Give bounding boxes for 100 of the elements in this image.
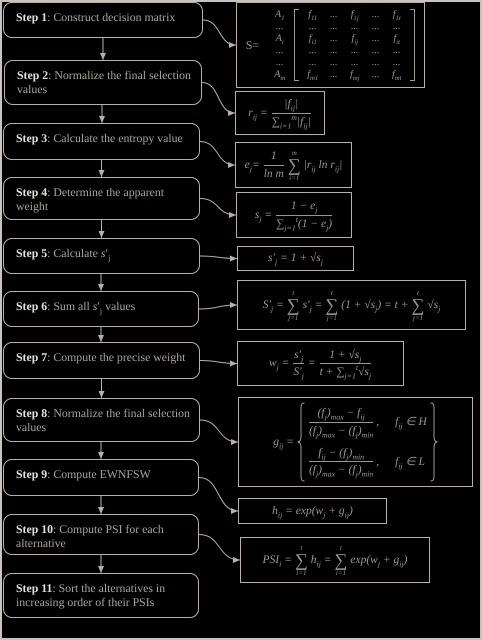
matrix-entry: ... (308, 21, 316, 33)
arrow (98, 220, 104, 238)
matrix-entry: ... (350, 45, 358, 57)
math-term: , (376, 454, 380, 470)
formula-box (237, 280, 466, 330)
matrix-entry: ... (330, 21, 338, 33)
arrow (98, 554, 104, 574)
matrix-entry: ... (372, 33, 380, 45)
formula-box (237, 341, 404, 386)
step-text: Step 6: Sum all s′$_{j}$ values (16, 299, 136, 313)
curved-arrow (200, 360, 238, 366)
matrix-entry: f$_{mt}$ (392, 69, 402, 81)
math-term: (1 + √s$_{j}$) = t + (341, 298, 408, 312)
curved-arrow (198, 477, 238, 514)
math-term: PSI$_{i}$ = (262, 552, 292, 568)
arrow (98, 160, 104, 178)
matrix-entry: ... (330, 33, 338, 45)
matrix-entry: ... (330, 9, 338, 21)
row-label: ... (276, 57, 284, 69)
matrix-entry: f$_{i1}$ (308, 33, 317, 45)
matrix-entry: ... (372, 57, 380, 69)
math-term: 1 (270, 149, 277, 164)
arrow (99, 104, 105, 124)
curved-arrow (200, 141, 236, 168)
step-box (3, 238, 200, 274)
step-box (3, 123, 200, 160)
step-text: Step 5: Calculate s′$_{j}$ (16, 246, 112, 260)
curved-arrow (200, 255, 238, 262)
matrix-entry: ... (372, 45, 380, 57)
math-term: t + ∑$_{j=1}$$^{t}$√s$_{j}$ (320, 365, 372, 380)
math-term: = (308, 356, 316, 371)
math-term: s′$_{j}$ = (302, 298, 322, 312)
sum-sign: ∑ (286, 296, 300, 314)
math-term: ∑$_{j=1}$$^{t}$(1 − e$_{j}$) (276, 216, 332, 231)
curved-arrow (202, 82, 236, 115)
matrix-entry: f$_{1j}$ (350, 9, 359, 21)
math-term: S′$_{j}$ = (262, 298, 284, 312)
sum-sign: ∑ (325, 296, 338, 314)
step-box (3, 514, 199, 555)
math-term: |f$_{ij}$| (284, 97, 298, 112)
math-term: h$_{ij}$ = (310, 552, 332, 568)
math-term: (f$_{j}$)$_{max}$ − (f$_{j}$)$_{min}$ (308, 424, 374, 438)
row-label: ... (276, 45, 284, 57)
row-label: A$_{i}$ (276, 33, 284, 45)
matrix-entry: ... (330, 69, 338, 81)
arrow (100, 38, 106, 60)
matrix-entry: f$_{11}$ (308, 9, 318, 21)
curved-arrow (198, 302, 238, 310)
step-text: Step 2: Normalize the final selection values (17, 68, 192, 96)
formula-box (238, 498, 387, 524)
matrix-entry: ... (350, 57, 358, 69)
math-term: ln m (264, 166, 284, 181)
step-text: Step 4: Determine the apparent weight (16, 185, 166, 213)
step-box (3, 2, 203, 38)
math-term: (f$_{j}$)$_{max}$ − (f$_{j}$)$_{min}$ (308, 463, 374, 478)
formula-box (237, 246, 354, 271)
step-text: Step 1: Construct decision matrix (16, 10, 176, 24)
math-term: S= (246, 38, 260, 52)
sum-sign: ∑ (412, 296, 424, 314)
step-text: Step 3: Calculate the entropy value (16, 131, 184, 145)
matrix-entry: ... (350, 21, 358, 33)
math-term: g$_{ij}$ = (273, 434, 294, 450)
math-term: h$_{ij}$ = exp(w$_{j}$ + g$_{ij}$) (272, 504, 353, 518)
matrix-entry: ... (372, 69, 380, 81)
math-term: ∑$_{i=1}$$^{m}$|f$_{ij}$| (272, 114, 311, 129)
formula-box (235, 91, 325, 135)
math-term: w$_{j}$ = (268, 356, 290, 371)
math-term: s$_{j}$ = (254, 208, 272, 222)
step-box (3, 459, 199, 496)
matrix-entry: ... (392, 57, 400, 69)
math-term: √s$_{j}$ (427, 298, 440, 312)
matrix-entry: ... (330, 57, 338, 69)
math-term: (f$_{j}$)$_{max}$ − f$_{ij}$ (318, 406, 365, 421)
math-term: f$_{ij}$ ∈ H (395, 414, 427, 430)
curved-arrow (200, 198, 236, 218)
matrix-entry: f$_{1t}$ (392, 9, 401, 21)
formula-box (240, 537, 430, 583)
step-text: Step 7: Compute the precise weight (16, 350, 186, 364)
matrix-entry: ... (372, 9, 380, 21)
arrow (98, 274, 104, 292)
step-box (3, 291, 199, 327)
sum-sign: ∑ (288, 156, 301, 174)
formula-box (236, 2, 425, 88)
math-term: 1 − e$_{j}$ (290, 199, 318, 214)
math-term: 1 + √s$_{j}$ (329, 348, 362, 362)
step-box (4, 60, 202, 105)
math-term: , (376, 414, 380, 430)
arrow (98, 378, 104, 398)
matrix-entry: ... (308, 45, 316, 57)
step-box (3, 398, 200, 442)
math-term: S′$_{j}$ (293, 365, 304, 380)
row-label: A$_{1}$ (274, 9, 284, 21)
formula-box (236, 192, 352, 238)
step-box (3, 177, 200, 220)
sum-sign: ∑ (334, 552, 348, 568)
curved-arrow (200, 420, 238, 444)
matrix-entry: ... (308, 57, 316, 69)
math-term: exp(w$_{j}$ + g$_{ij}$) (350, 552, 408, 568)
math-term: r$_{ij}$ = (248, 106, 268, 120)
sum-sign: ∑ (294, 552, 308, 568)
